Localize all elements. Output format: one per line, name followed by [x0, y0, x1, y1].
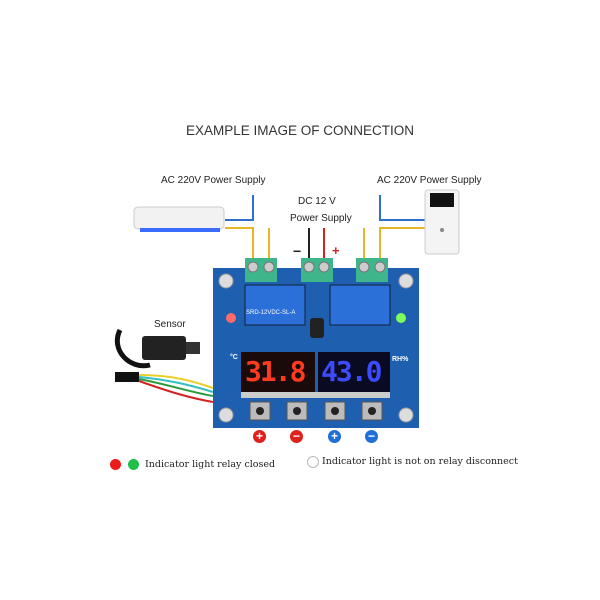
- led-green: [396, 313, 406, 323]
- temperature-display: 31.8: [245, 355, 306, 388]
- temp-up-button[interactable]: +: [253, 430, 266, 443]
- air-cooler-image: [424, 189, 460, 255]
- green-indicator-icon: [128, 459, 139, 470]
- dc-label: DC 12 V: [298, 196, 336, 207]
- wire-blue-right: [379, 195, 425, 221]
- ac-right-label: AC 220V Power Supply: [377, 175, 482, 186]
- minus-label: −: [293, 243, 302, 259]
- air-conditioner-image: [133, 206, 225, 232]
- wire-yellow-left: [225, 227, 254, 262]
- relay-right: [329, 284, 391, 326]
- plus-label: +: [332, 243, 340, 258]
- wire-blue-left: [225, 195, 254, 221]
- off-indicator-icon: [307, 456, 319, 468]
- relay-model-label: SRD-12VDC-SL-A: [246, 310, 296, 316]
- capacitor: [310, 318, 324, 338]
- temp-down-button[interactable]: −: [290, 430, 303, 443]
- legend-open-text: Indicator light is not on relay disconne…: [322, 456, 518, 467]
- page-title: EXAMPLE IMAGE OF CONNECTION: [185, 123, 415, 138]
- sensor-label: Sensor: [154, 319, 186, 330]
- humidity-display-bg: [318, 352, 390, 392]
- led-red: [226, 313, 236, 323]
- humidity-up-button[interactable]: +: [328, 430, 341, 443]
- wire-yellow-right: [379, 227, 425, 262]
- red-indicator-icon: [110, 459, 121, 470]
- humidity-display: 43.0: [321, 355, 382, 388]
- humidity-unit: RH%: [392, 356, 409, 363]
- dc-label-2: Power Supply: [290, 213, 352, 224]
- legend-closed-text: Indicator light relay closed: [145, 459, 276, 470]
- ac-left-label: AC 220V Power Supply: [161, 175, 266, 186]
- sensor-image: [114, 328, 214, 403]
- relay-left: [244, 284, 306, 326]
- temp-unit: °C: [230, 354, 238, 361]
- controller-board: [213, 258, 419, 428]
- temp-display-bg: [241, 352, 315, 392]
- humidity-down-button[interactable]: −: [365, 430, 378, 443]
